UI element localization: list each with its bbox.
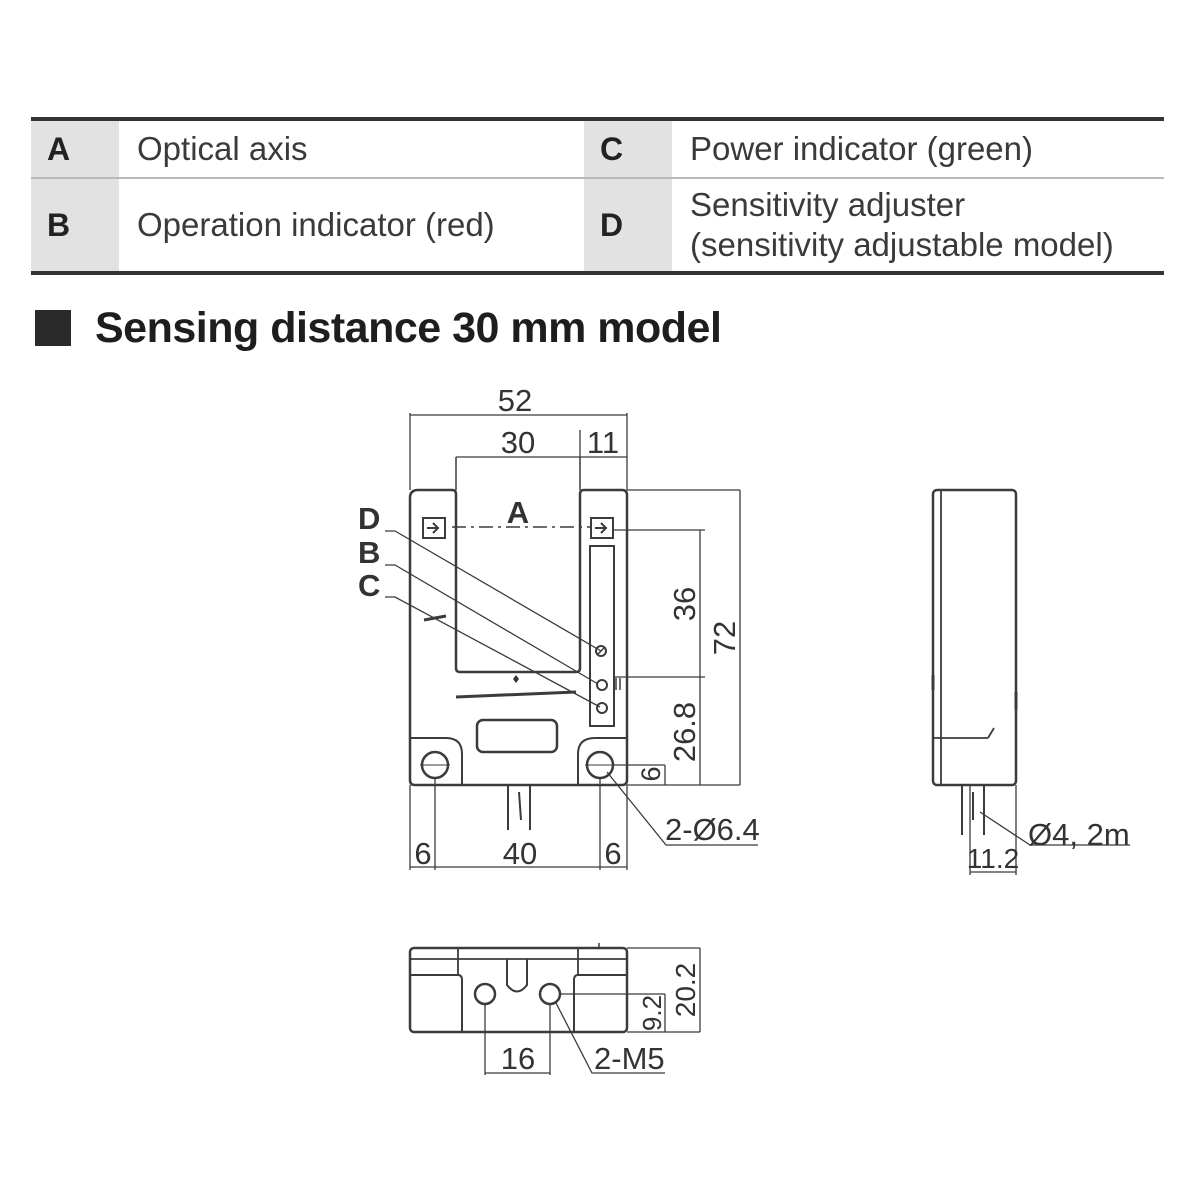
label-d: D [358, 501, 380, 536]
dim-lower-height: 26.8 [667, 702, 702, 762]
section-title: Sensing distance 30 mm model [95, 303, 722, 352]
section-heading: Sensing distance 30 mm model [35, 300, 722, 356]
dim-overall-width: 52 [498, 383, 532, 418]
legend-key-b: B [31, 178, 119, 275]
thread-hole-right [538, 982, 562, 1006]
power-indicator-led [596, 702, 608, 714]
dim-right-margin: 6 [604, 836, 621, 871]
side-body-outline [931, 488, 1018, 787]
side-view: Ø4, 2m 11.2 [931, 488, 1130, 875]
hole-callout: 2-Ø6.4 [665, 812, 760, 847]
leader-cable [979, 811, 1130, 846]
legend-key-a: A [31, 117, 119, 179]
legend-desc-operation-indicator: Operation indicator (red) [119, 178, 584, 275]
slot-extension-lines [455, 457, 581, 490]
legend-key-c: C [584, 117, 672, 179]
bottom-body-outline [408, 946, 629, 1034]
leader-d [385, 530, 602, 652]
dim-cable-offset: 11.2 [967, 843, 1019, 874]
dim-arm-width: 11 [587, 425, 619, 460]
dim-slot-width: 30 [501, 425, 535, 460]
operation-indicator-led [596, 679, 608, 691]
sensitivity-adjuster-knob [595, 645, 607, 657]
emitter-window [422, 517, 446, 539]
thread-callout: 2-M5 [594, 1041, 665, 1076]
legend-row: A Optical axis C Power indicator (green) [31, 117, 1164, 179]
leader-c [385, 596, 601, 708]
dim-left-margin: 6 [414, 836, 431, 871]
leader-b [385, 564, 599, 685]
dim-hole-from-bottom: 6 [636, 766, 666, 781]
label-b: B [358, 535, 380, 570]
bottom-view: 20.2 9.2 16 2-M5 [408, 943, 701, 1076]
legend-row: B Operation indicator (red) D Sensitivit… [31, 178, 1164, 275]
receiver-arrow-icon [595, 522, 608, 534]
dim-upper-height: 36 [667, 587, 702, 621]
leader-thread [555, 1002, 665, 1074]
legend-desc-optical-axis: Optical axis [119, 117, 584, 179]
front-window [475, 718, 559, 754]
dim-overall-height: 72 [707, 621, 742, 655]
front-view [408, 457, 629, 830]
emitter-arrow-icon [427, 522, 440, 534]
legend-desc-line: (sensitivity adjustable model) [690, 226, 1114, 263]
dim-thread-spacing: 16 [501, 1041, 535, 1076]
label-optical-axis: A [507, 495, 529, 530]
legend-desc-power-indicator: Power indicator (green) [672, 117, 1164, 179]
legend-desc-line: Sensitivity adjuster [690, 186, 966, 223]
legend-table: A Optical axis C Power indicator (green)… [31, 117, 1164, 275]
dim-hole-height: 9.2 [637, 995, 667, 1031]
bullet-square-icon [35, 310, 71, 346]
dim-hole-spacing: 40 [503, 836, 537, 871]
thread-hole-left [473, 982, 497, 1006]
front-body-outline [408, 488, 629, 787]
bottom-notch [506, 959, 528, 993]
indicator-panel [589, 545, 615, 727]
label-c: C [358, 568, 380, 603]
cable-callout: Ø4, 2m [1028, 817, 1130, 852]
receiver-window [590, 517, 614, 539]
front-dimensions: 52 30 11 A D B C 36 72 26.8 6 6 40 6 2-Ø… [358, 383, 760, 871]
legend-desc-sensitivity-adjuster: Sensitivity adjuster (sensitivity adjust… [672, 178, 1164, 275]
front-cable [507, 785, 531, 830]
side-cable [961, 785, 985, 835]
legend-key-d: D [584, 178, 672, 275]
dim-total-height: 20.2 [670, 963, 701, 1018]
leader-hole [606, 771, 758, 846]
diamond-mark [513, 675, 519, 683]
